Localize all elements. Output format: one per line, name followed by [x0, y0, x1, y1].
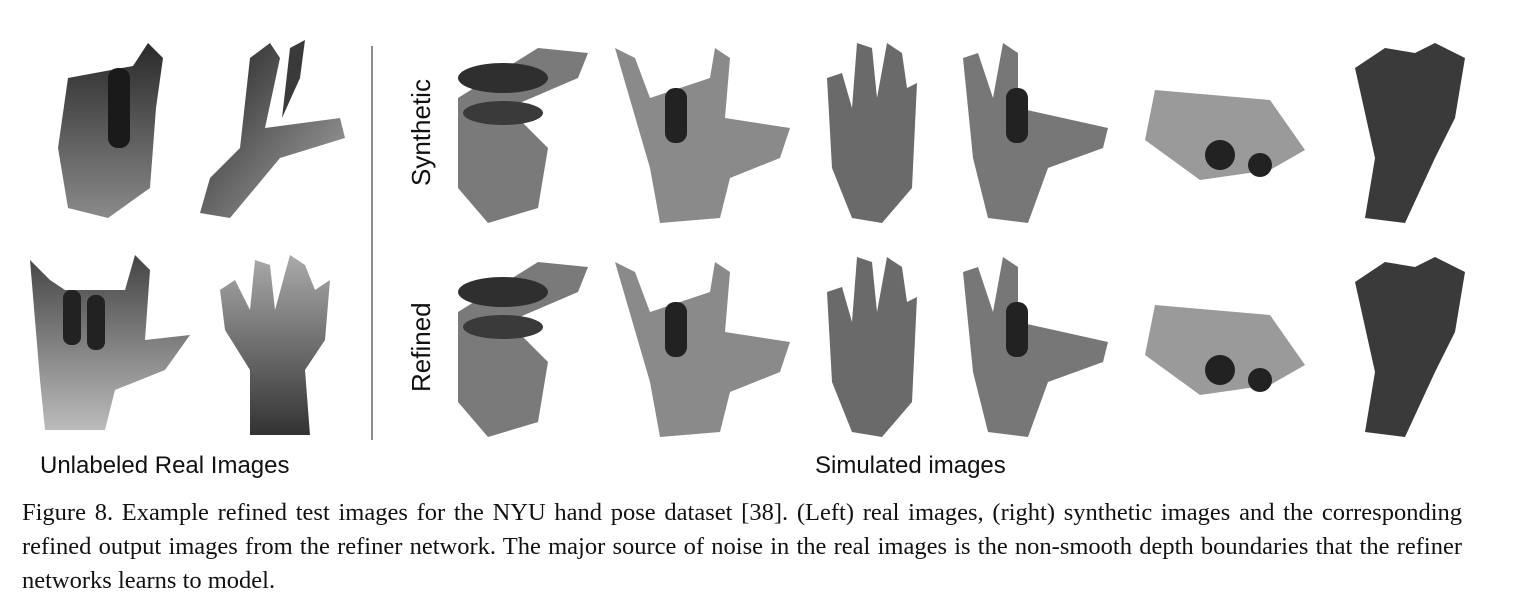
figure-panel: Synthetic Refined Unlabeled Real Images …	[25, 38, 1470, 479]
real-hand-image-2	[190, 38, 355, 228]
synthetic-hand-image-3	[822, 38, 922, 228]
refined-hand-image-3	[822, 252, 922, 442]
real-images-label: Unlabeled Real Images	[40, 452, 290, 479]
refined-hand-image-5	[1140, 285, 1315, 405]
section-divider	[371, 46, 373, 440]
synthetic-hand-image-2	[610, 38, 795, 228]
row-label-synthetic: Synthetic	[406, 79, 436, 186]
real-hand-image-1	[38, 38, 188, 228]
row-label-refined: Refined	[406, 302, 436, 392]
simulated-images-label: Simulated images	[815, 452, 1006, 479]
synthetic-hand-image-6	[1345, 38, 1470, 228]
refined-hand-image-4	[958, 252, 1113, 442]
refined-hand-image-1	[448, 252, 598, 442]
synthetic-hand-image-4	[958, 38, 1113, 228]
synthetic-hand-image-5	[1140, 70, 1315, 190]
synthetic-hand-image-1	[448, 38, 598, 228]
refined-hand-image-6	[1345, 252, 1470, 442]
figure-caption: Figure 8. Example refined test images fo…	[22, 499, 1462, 594]
real-hand-image-4	[215, 250, 335, 440]
real-hand-image-3	[25, 250, 195, 440]
refined-hand-image-2	[610, 252, 795, 442]
